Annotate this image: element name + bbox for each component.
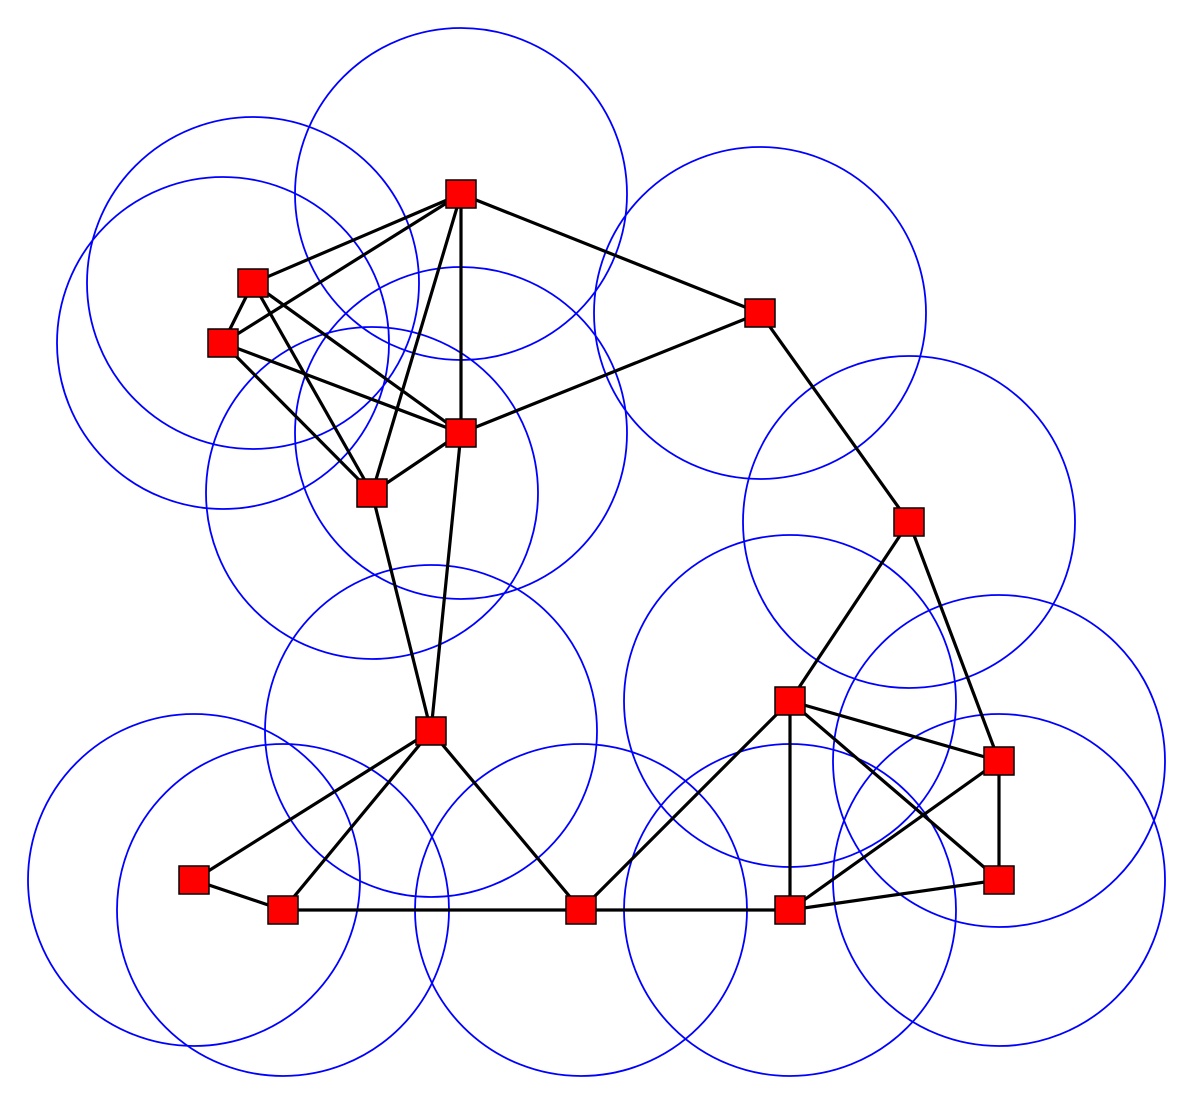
node-n2 [207,328,239,358]
edge-n8-n14 [788,699,1001,882]
node-n6 [893,507,925,537]
edge-n4-n7 [429,432,463,732]
range-circle-n2 [56,176,390,510]
graph-nodes [178,179,1015,925]
edge-n0-n2 [222,192,462,345]
edge-n3-n6 [758,312,911,523]
edge-n5-n7 [370,492,433,732]
range-circle-n6 [742,355,1076,689]
range-circle-n5 [205,326,539,660]
edge-n0-n3 [460,192,761,315]
edge-n6-n8 [788,521,911,702]
node-n3 [744,298,776,328]
node-n7 [415,716,447,746]
node-n9 [983,746,1015,776]
node-n10 [178,865,210,895]
range-circle-n3 [593,146,927,480]
edge-n7-n12 [429,729,583,912]
edge-n8-n9 [789,699,1000,763]
edge-n0-n1 [252,192,462,285]
node-n5 [356,478,388,508]
node-n1 [237,268,269,298]
node-n11 [267,895,299,925]
edge-n12-n8 [579,699,792,912]
range-circle-n1 [86,116,420,450]
graph-edges [193,192,1001,912]
edge-n9-n13 [789,759,1000,912]
node-n4 [445,418,477,448]
edge-n1-n5 [251,282,374,494]
node-n12 [565,895,597,925]
node-n13 [774,895,806,925]
range-circle-n9 [832,594,1166,928]
node-n0 [445,179,477,209]
edge-n2-n4 [222,341,462,435]
range-circle-n10 [27,713,361,1047]
range-circle-n7 [264,564,598,898]
edge-n1-n4 [252,281,462,435]
edge-n6-n9 [907,521,1001,762]
edge-n2-n5 [221,341,374,495]
edge-n7-n10 [193,729,432,882]
edge-n7-n11 [281,729,433,912]
edge-n13-n14 [789,878,1000,912]
edge-n4-n3 [460,311,761,435]
edge-n0-n5 [370,193,463,494]
node-n14 [983,865,1015,895]
node-n8 [774,686,806,716]
